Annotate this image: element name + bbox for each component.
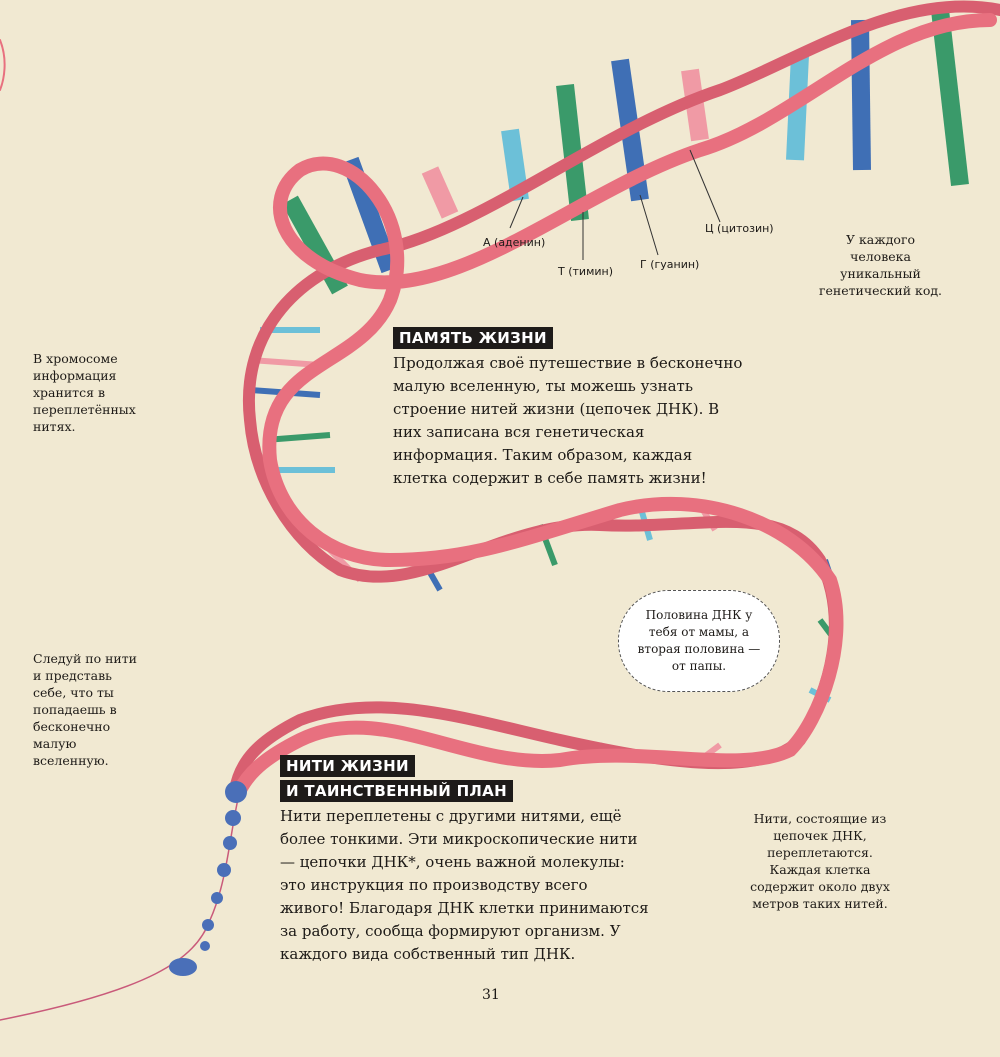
base-pair — [249, 357, 321, 368]
cloud-text: Половина ДНК у тебя от мамы, а вторая по… — [637, 608, 761, 673]
nucleosome-beads — [169, 781, 247, 976]
label-adenine: А (аденин) — [483, 236, 546, 249]
section-memory-of-life: ПАМЯТЬ ЖИЗНИ Продолжая своё путешествие … — [393, 327, 743, 490]
note-chromosome: В хромосоме информация хранится в перепл… — [33, 351, 136, 434]
label-thymine: Т (тимин) — [558, 265, 613, 278]
base-pair — [421, 166, 459, 219]
section-heading-line2: И ТАИНСТВЕННЫЙ ПЛАН — [280, 780, 513, 802]
section-text: Продолжая своё путешествие в бесконечно … — [393, 354, 743, 487]
base-pair — [556, 84, 589, 221]
page-number: 31 — [482, 987, 500, 1003]
base-pair — [851, 19, 871, 171]
note-follow: Следуй по нити и представь себе, что ты … — [33, 651, 137, 768]
label-cytosine: Ц (цитозин) — [705, 222, 774, 235]
section-text: Нити переплетены с другими нитями, ещё б… — [280, 807, 649, 963]
section-heading: ПАМЯТЬ ЖИЗНИ — [393, 327, 553, 349]
section-threads-of-life: НИТИ ЖИЗНИ И ТАИНСТВЕННЫЙ ПЛАН Нити пере… — [280, 755, 655, 966]
note-strands: Нити, состоящие из цепочек ДНК, переплет… — [750, 811, 890, 911]
dna-strand-front — [233, 13, 997, 797]
label-guanine: Г (гуанин) — [640, 258, 700, 271]
base-pair — [931, 8, 969, 187]
chromatin-fiber — [0, 789, 241, 1021]
section-heading-line1: НИТИ ЖИЗНИ — [280, 755, 415, 777]
note-unique-code: У каждого человека уникальный генетическ… — [818, 232, 943, 298]
speech-cloud: Половина ДНК у тебя от мамы, а вторая по… — [618, 590, 780, 692]
